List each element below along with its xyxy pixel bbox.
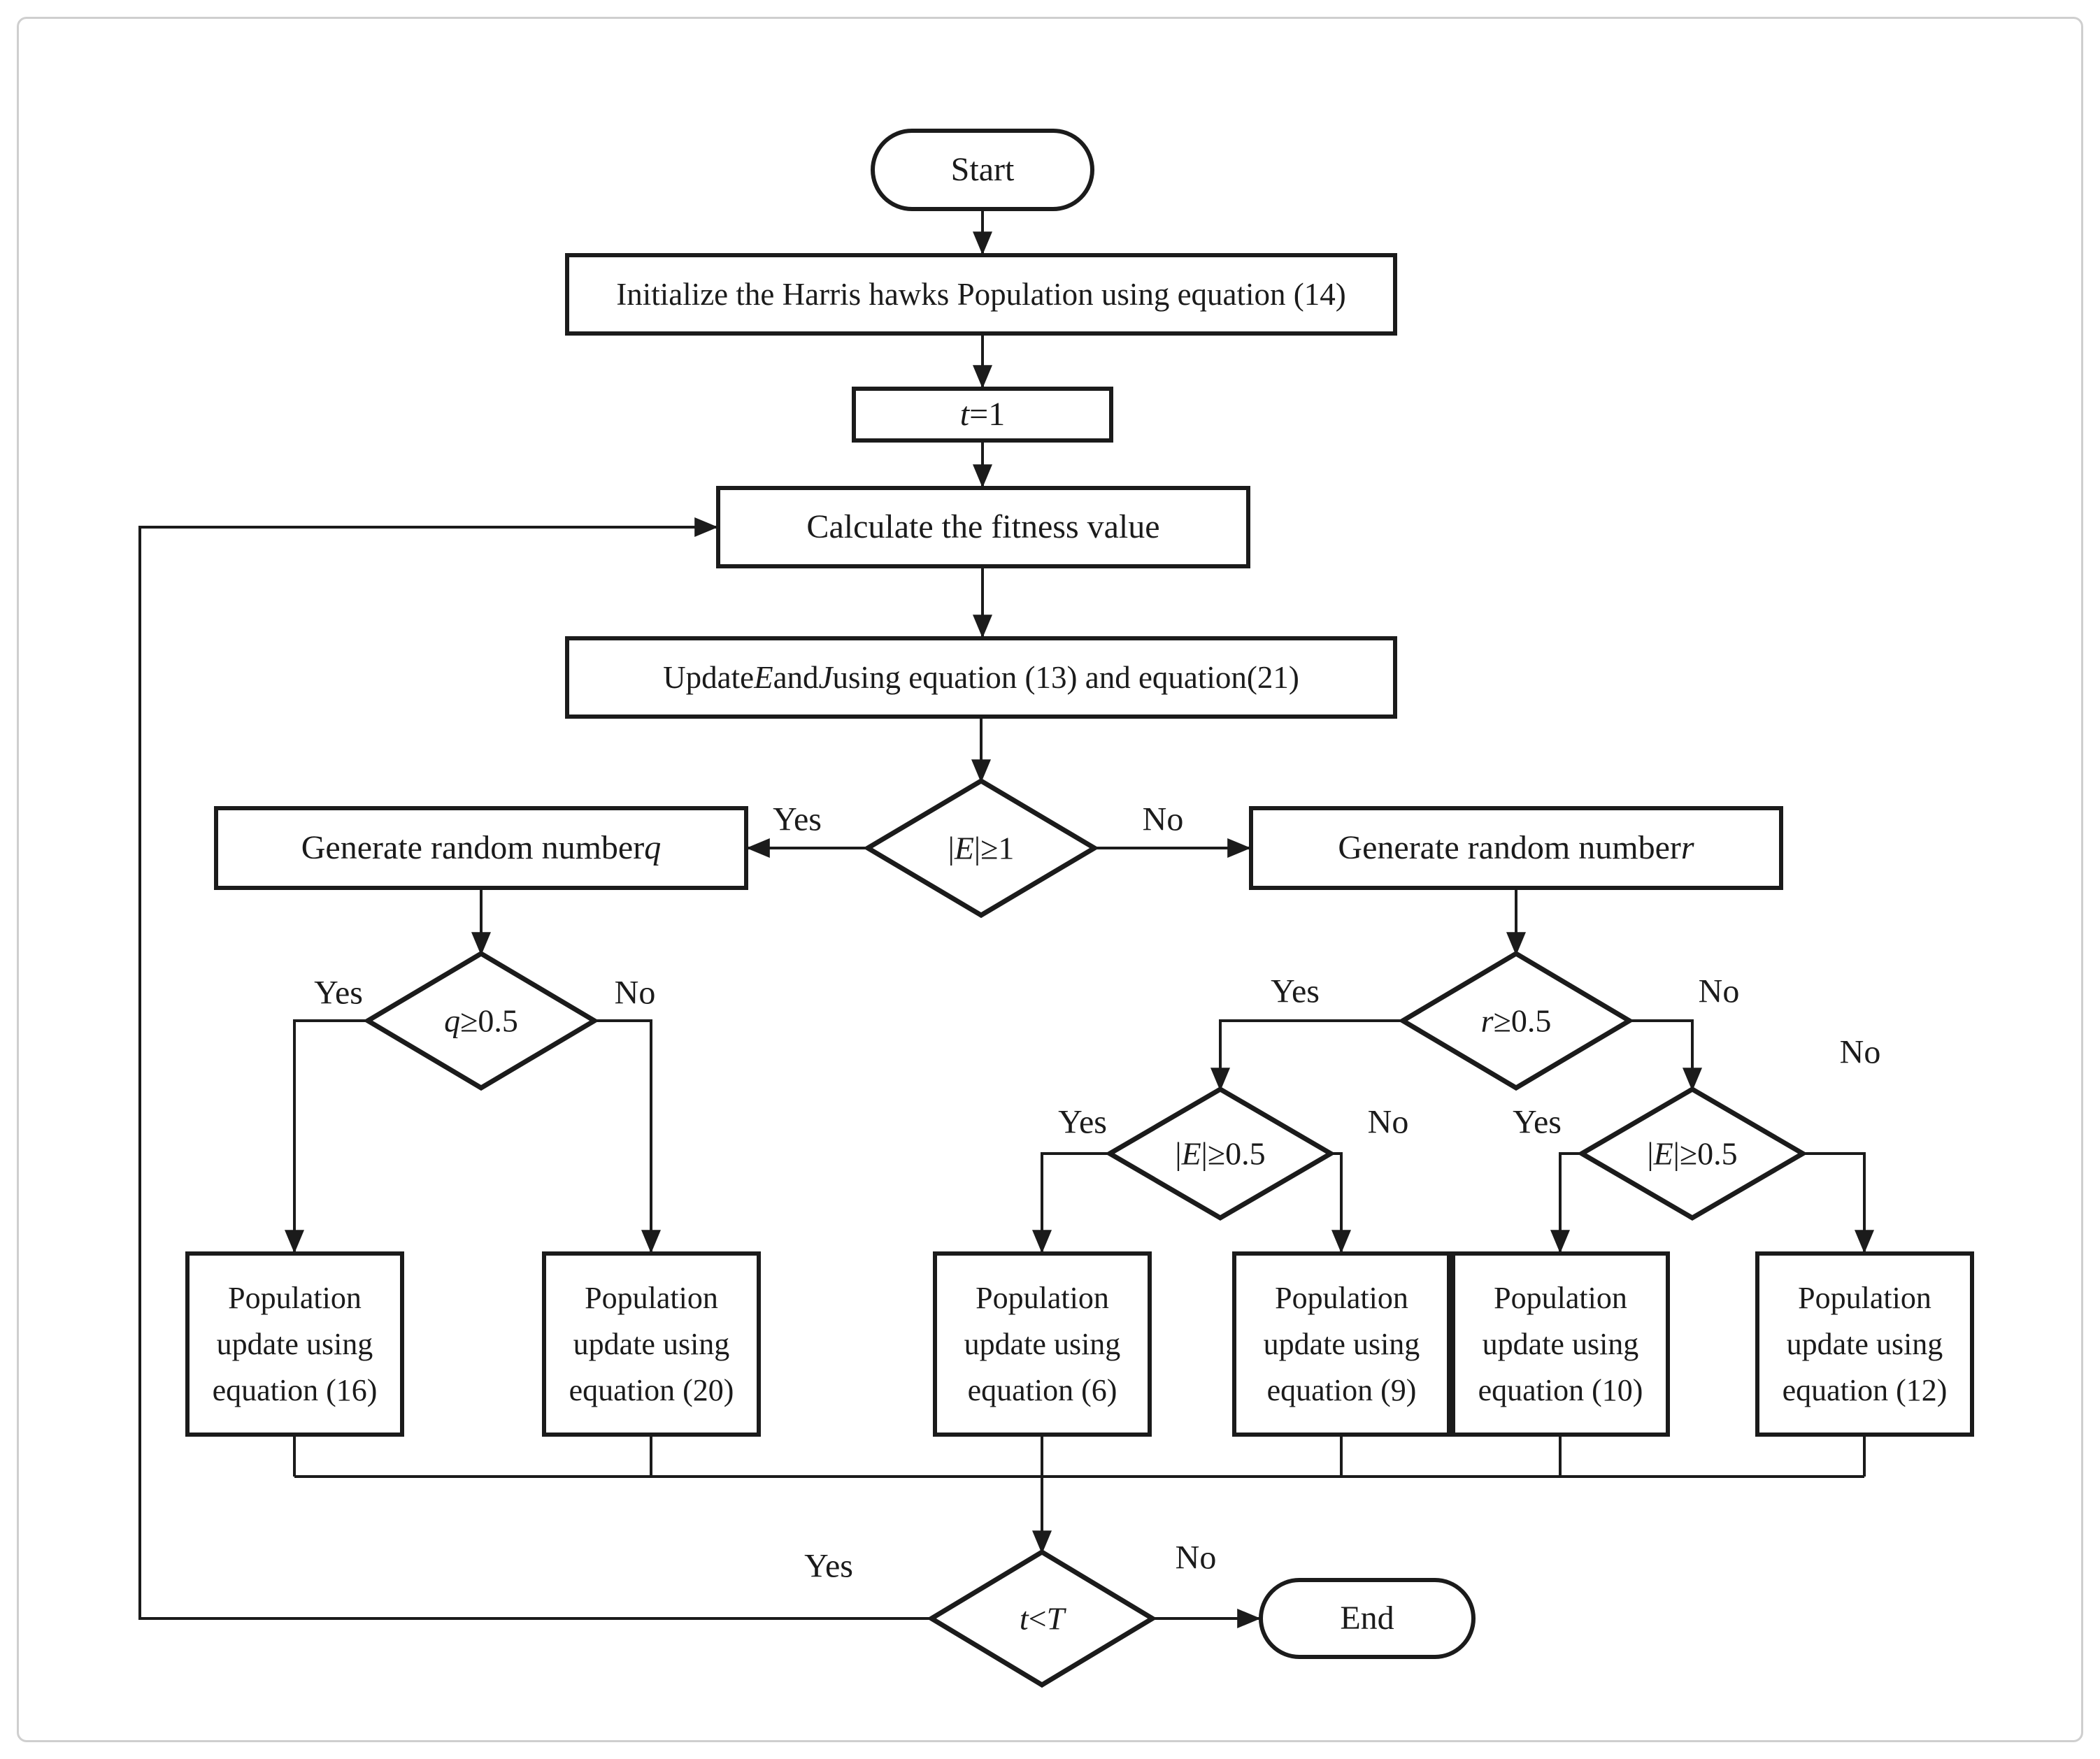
edge-label-r-yes: Yes: [1271, 972, 1320, 1010]
edge-tlt-yes-loop-to-calc: [138, 517, 931, 1620]
process-population-update-eq20: Population update using equation (20): [542, 1251, 761, 1437]
edge-label-tlt-no: No: [1175, 1539, 1217, 1577]
decision-label-abs-e-ge-05-right: |E|≥0.5: [1647, 1135, 1738, 1172]
edge-e05a-yes-to-pop6: [1032, 1152, 1110, 1254]
process-initialize-population: Initialize the Harris hawks Population u…: [565, 253, 1397, 336]
decision-abs-e-ge-05-left: [1105, 1086, 1336, 1221]
decision-label-abs-e-ge-05-left: |E|≥0.5: [1175, 1135, 1266, 1172]
edge-r05-no-to-e05b: [1629, 1019, 1702, 1091]
process-population-update-eq10: Population update using equation (10): [1451, 1251, 1670, 1437]
decision-t-lt-T: [927, 1549, 1157, 1688]
process-generate-random-q: Generate random number q: [214, 806, 748, 890]
start-terminal: Start: [871, 129, 1094, 211]
process-population-update-eq9: Population update using equation (9): [1232, 1251, 1451, 1437]
edge-label-e1-no: No: [1142, 800, 1184, 838]
process-t-equals-1: t=1: [852, 387, 1113, 443]
decision-label-abs-e-ge-1: |E|≥1: [948, 830, 1015, 866]
process-population-update-eq6: Population update using equation (6): [933, 1251, 1152, 1437]
decision-abs-e-ge-05-right: [1577, 1086, 1808, 1221]
process-calculate-fitness: Calculate the fitness value: [716, 486, 1250, 568]
decision-abs-e-ge-1: [863, 777, 1099, 919]
edge-label-e1-yes: Yes: [773, 800, 822, 838]
decision-label-q-ge-05: q≥0.5: [444, 1003, 518, 1039]
edge-label-tlt-yes: Yes: [804, 1547, 853, 1585]
edge-label-e05b-yes: Yes: [1513, 1103, 1562, 1141]
edge-q05-no-to-pop20: [594, 1019, 661, 1254]
process-update-e-and-j: Update E and J using equation (13) and e…: [565, 636, 1397, 719]
decision-label-t-lt-T: t<T: [1019, 1600, 1065, 1637]
edge-label-e05a-no: No: [1367, 1103, 1409, 1141]
edge-label-q-no: No: [614, 974, 656, 1012]
edge-label-e05a-yes: Yes: [1058, 1103, 1107, 1141]
edge-e05b-no-to-pop12: [1803, 1152, 1874, 1254]
process-generate-random-r: Generate random number r: [1249, 806, 1783, 890]
decision-label-r-ge-05: r≥0.5: [1480, 1003, 1552, 1039]
decision-r-ge-05: [1398, 950, 1634, 1091]
edge-e05b-yes-to-pop10: [1550, 1152, 1582, 1254]
decision-q-ge-05: [363, 950, 599, 1091]
process-population-update-eq16: Population update using equation (16): [185, 1251, 404, 1437]
edge-label-r-no: No: [1698, 972, 1740, 1010]
edge-r05-yes-to-e05a: [1210, 1019, 1403, 1091]
edge-label-e05b-no: No: [1839, 1033, 1881, 1071]
edge-label-q-yes: Yes: [314, 974, 363, 1012]
process-population-update-eq12: Population update using equation (12): [1755, 1251, 1974, 1437]
edge-e05a-no-to-pop9: [1331, 1152, 1351, 1254]
end-terminal: End: [1259, 1578, 1476, 1659]
edge-q05-yes-to-pop16: [285, 1019, 368, 1254]
